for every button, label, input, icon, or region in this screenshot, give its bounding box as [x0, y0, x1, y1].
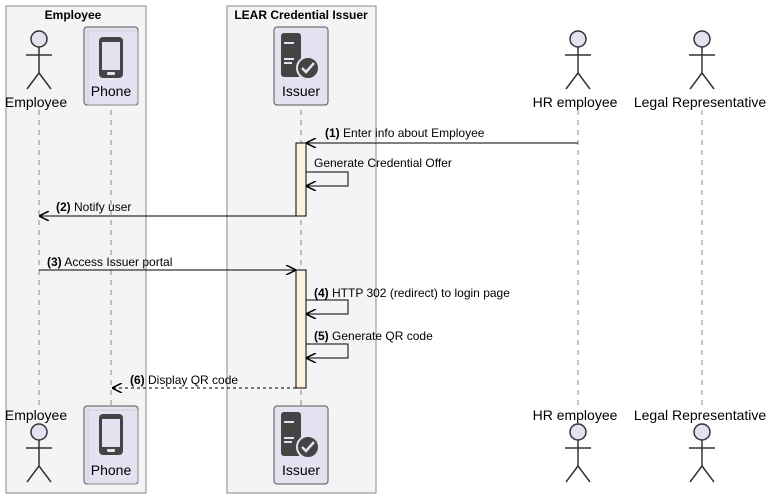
participant-label: Issuer: [282, 83, 320, 99]
phone-icon: [99, 414, 123, 455]
message-2: (2) Notify user: [40, 200, 296, 216]
activation-bar-1: [295, 142, 307, 217]
participant-label: Phone: [91, 462, 132, 478]
server-check-icon: [281, 33, 320, 80]
message-4: (4) HTTP 302 (redirect) to login page: [306, 286, 510, 314]
message-label: Generate Credential Offer: [314, 156, 452, 170]
box-employee-title: Employee: [45, 8, 102, 22]
participant-phone-top: Phone: [83, 26, 139, 106]
message-1: (1) Enter info about Employee: [307, 126, 578, 143]
activation-bar-2: [295, 269, 307, 389]
message-label: (5) Generate QR code: [314, 329, 433, 343]
participant-label: Issuer: [282, 462, 320, 478]
message-5: (5) Generate QR code: [306, 329, 433, 358]
actor-hr-bottom: HR employee: [533, 407, 618, 483]
message-label: (2) Notify user: [56, 200, 131, 214]
actor-employee-bottom: Employee: [5, 407, 67, 483]
actor-legal-top: Legal Representative: [634, 30, 767, 110]
participant-issuer-bottom: Issuer: [273, 405, 329, 485]
message-label: (4) HTTP 302 (redirect) to login page: [314, 286, 510, 300]
box-issuer-title: LEAR Credential Issuer: [234, 8, 368, 22]
actor-label: Employee: [5, 407, 67, 423]
actor-employee-top: Employee: [5, 30, 67, 110]
actor-label: HR employee: [533, 407, 618, 423]
participant-issuer-top: Issuer: [273, 26, 329, 106]
stick-figure-icon: [689, 423, 715, 483]
phone-icon: [99, 37, 123, 78]
actor-legal-bottom: Legal Representative: [634, 407, 767, 483]
message-3: (3) Access Issuer portal: [39, 255, 295, 270]
actor-label: Legal Representative: [634, 407, 767, 423]
stick-figure-icon: [565, 30, 591, 90]
actor-label: HR employee: [533, 94, 618, 110]
participant-label: Phone: [91, 83, 132, 99]
stick-figure-icon: [26, 423, 52, 483]
actor-hr-top: HR employee: [533, 30, 618, 110]
participant-phone-bottom: Phone: [83, 405, 139, 485]
actor-label: Employee: [5, 94, 67, 110]
message-self-credential-offer: Generate Credential Offer: [306, 156, 452, 186]
actor-label: Legal Representative: [634, 94, 767, 110]
message-label: (3) Access Issuer portal: [47, 255, 172, 269]
server-check-icon: [281, 412, 320, 459]
stick-figure-icon: [689, 30, 715, 90]
stick-figure-icon: [26, 30, 52, 90]
message-label: (1) Enter info about Employee: [325, 126, 485, 140]
message-label: (6) Display QR code: [130, 373, 238, 387]
stick-figure-icon: [565, 423, 591, 483]
message-6: (6) Display QR code: [113, 373, 296, 388]
